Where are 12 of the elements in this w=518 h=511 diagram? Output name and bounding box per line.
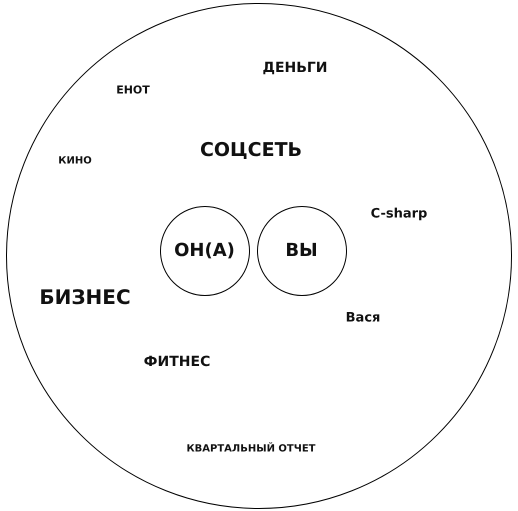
word-label: ЕНОТ — [116, 84, 150, 96]
word-label: ДЕНЬГИ — [262, 60, 328, 76]
word-label: Вася — [346, 310, 380, 326]
word-label: ФИТНЕС — [144, 354, 210, 370]
word-label: БИЗНЕС — [39, 285, 131, 309]
word-label: C-sharp — [370, 206, 428, 222]
circle-label: ВЫ — [285, 240, 318, 261]
word-label: СОЦСЕТЬ — [200, 139, 302, 161]
word-label: КИНО — [58, 156, 92, 166]
circle-node — [256, 206, 346, 296]
word-label: КВАРТАЛЬНЫЙ ОТЧЕТ — [186, 444, 316, 454]
circle-label: ОН(А) — [174, 240, 235, 261]
